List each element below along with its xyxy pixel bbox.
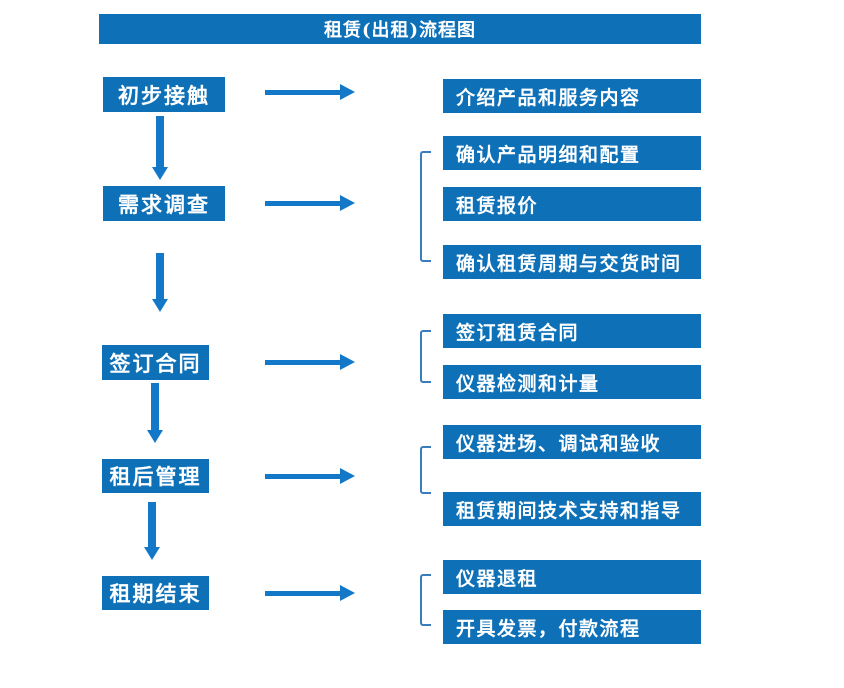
arrow-shaft <box>148 502 156 548</box>
down-arrow-icon <box>147 383 163 443</box>
detail-box-instrument-setup-acceptance: 仪器进场、调试和验收 <box>443 425 701 459</box>
right-arrow-icon <box>265 585 355 601</box>
arrow-head <box>340 195 355 211</box>
arrow-head <box>152 167 168 180</box>
arrow-head <box>340 84 355 100</box>
down-arrow-icon <box>152 253 168 312</box>
arrow-head <box>147 430 163 443</box>
detail-box-rental-quote: 租赁报价 <box>443 187 701 221</box>
right-arrow-icon <box>265 195 355 211</box>
detail-box-confirm-period-delivery: 确认租赁周期与交货时间 <box>443 245 701 279</box>
detail-box-instrument-return: 仪器退租 <box>443 560 701 594</box>
detail-box-confirm-product-config: 确认产品明细和配置 <box>443 136 701 170</box>
group-bracket <box>420 446 431 494</box>
right-arrow-icon <box>265 468 355 484</box>
page-title: 租赁(出租)流程图 <box>323 20 477 41</box>
arrow-head <box>340 585 355 601</box>
arrow-shaft <box>265 201 341 206</box>
detail-box-instrument-test-calibration: 仪器检测和计量 <box>443 365 701 399</box>
step-box-initial-contact: 初步接触 <box>103 77 225 112</box>
step-box-rental-end: 租期结束 <box>102 576 209 610</box>
step-box-demand-survey: 需求调查 <box>103 186 225 221</box>
arrow-head <box>340 468 355 484</box>
right-arrow-icon <box>265 84 355 100</box>
group-bracket <box>420 151 431 262</box>
arrow-head <box>340 354 355 370</box>
detail-box-intro-products: 介绍产品和服务内容 <box>443 79 701 113</box>
group-bracket <box>420 574 431 626</box>
detail-box-sign-rental-contract: 签订租赁合同 <box>443 314 701 348</box>
down-arrow-icon <box>152 116 168 180</box>
down-arrow-icon <box>144 502 160 560</box>
arrow-shaft <box>265 360 341 365</box>
arrow-shaft <box>151 383 159 431</box>
arrow-shaft <box>265 90 341 95</box>
arrow-shaft <box>156 116 164 168</box>
detail-box-invoice-payment: 开具发票，付款流程 <box>443 610 701 644</box>
group-bracket <box>420 330 431 383</box>
detail-box-tech-support-guidance: 租赁期间技术支持和指导 <box>443 492 701 526</box>
arrow-head <box>152 299 168 312</box>
arrow-head <box>144 547 160 560</box>
arrow-shaft <box>156 253 164 300</box>
arrow-shaft <box>265 591 341 596</box>
arrow-shaft <box>265 474 341 479</box>
step-box-post-rental-management: 租后管理 <box>102 459 209 493</box>
title-bar: 租赁(出租)流程图 <box>99 14 701 44</box>
right-arrow-icon <box>265 354 355 370</box>
step-box-sign-contract: 签订合同 <box>102 345 209 380</box>
